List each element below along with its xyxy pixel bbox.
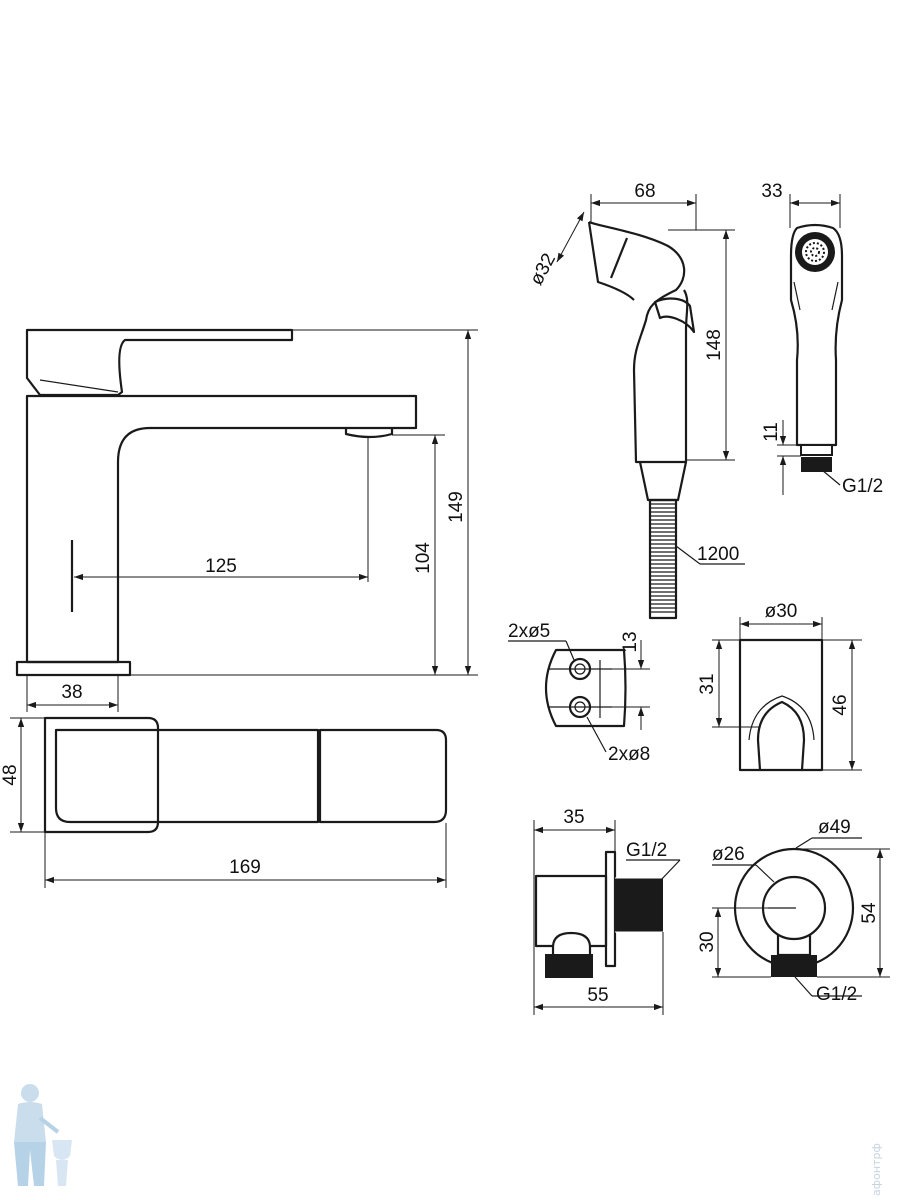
label-base-width: 48 (0, 764, 21, 785)
dim-head-width: 68 (591, 181, 696, 207)
dim-holder-left-height: 31 (697, 640, 723, 727)
dim-outlet-flange-height: 54 (859, 849, 884, 977)
watermark-text: афонтрф (870, 1143, 883, 1196)
hand-shower-front (777, 194, 844, 486)
label-outlet-thread-bottom: G1/2 (816, 984, 857, 1005)
plumber-mascot-icon (14, 1084, 72, 1186)
dim-outlet-depth-top: 35 (534, 807, 615, 834)
dim-spout-reach: 125 (74, 556, 368, 581)
label-holder-left-height: 31 (697, 673, 718, 694)
shower-holder (712, 617, 862, 772)
label-total-height: 149 (446, 491, 467, 523)
dim-hole-spacing: 13 (620, 631, 645, 730)
label-head-diameter: ø32 (526, 250, 560, 289)
dim-side-width: 33 (761, 181, 840, 207)
label-holder-diameter: ø30 (765, 601, 798, 622)
dim-base-offset: 38 (27, 682, 118, 709)
label-side-width: 33 (761, 181, 782, 202)
dim-total-height: 149 (446, 330, 472, 675)
wall-outlet-side (533, 820, 681, 1015)
label-base-offset: 38 (61, 682, 82, 703)
hose-ribs (650, 503, 676, 613)
label-head-width: 68 (634, 181, 655, 202)
label-total-length: 169 (229, 857, 261, 878)
label-outlet-flange-height: 54 (859, 902, 880, 924)
label-thread-length: 11 (761, 422, 782, 442)
label-outlet-depth-bottom: 55 (587, 985, 608, 1006)
dim-base-width: 48 (0, 718, 25, 832)
dim-holder-diameter: ø30 (740, 601, 822, 628)
faucet-side-view (15, 328, 478, 712)
dim-shower-height: 148 (704, 230, 730, 460)
label-holes-small: 2xø5 (508, 621, 550, 642)
dim-head-diameter: ø32 (526, 211, 585, 289)
label-spout-height: 104 (413, 542, 434, 574)
wall-outlet-front (712, 837, 890, 997)
label-shower-height: 148 (704, 329, 725, 361)
dim-thread-length: 11 (761, 420, 787, 495)
dim-outlet-depth-bottom: 55 (534, 985, 663, 1011)
dim-outlet-center-height: 30 (697, 908, 722, 977)
bracket-mount (508, 640, 650, 753)
label-holder-height: 46 (830, 694, 851, 715)
label-outlet-thread-top: G1/2 (626, 840, 667, 861)
faucet-top-view (10, 716, 448, 888)
dim-holder-height: 46 (830, 640, 856, 770)
label-thread: G1/2 (842, 476, 883, 497)
label-hole-spacing: 13 (620, 631, 641, 652)
label-hose-length: 1200 (697, 544, 739, 565)
label-spout-reach: 125 (205, 556, 237, 577)
hand-shower-side (587, 194, 745, 620)
label-outlet-depth-top: 35 (563, 807, 584, 828)
label-outlet-inner-diameter: ø26 (712, 844, 745, 865)
label-outlet-center-height: 30 (697, 931, 718, 952)
dim-spout-height: 104 (413, 435, 439, 675)
dim-total-length: 169 (45, 857, 446, 884)
label-outlet-outer-diameter: ø49 (818, 817, 851, 838)
label-holes-large: 2xø8 (608, 744, 650, 765)
